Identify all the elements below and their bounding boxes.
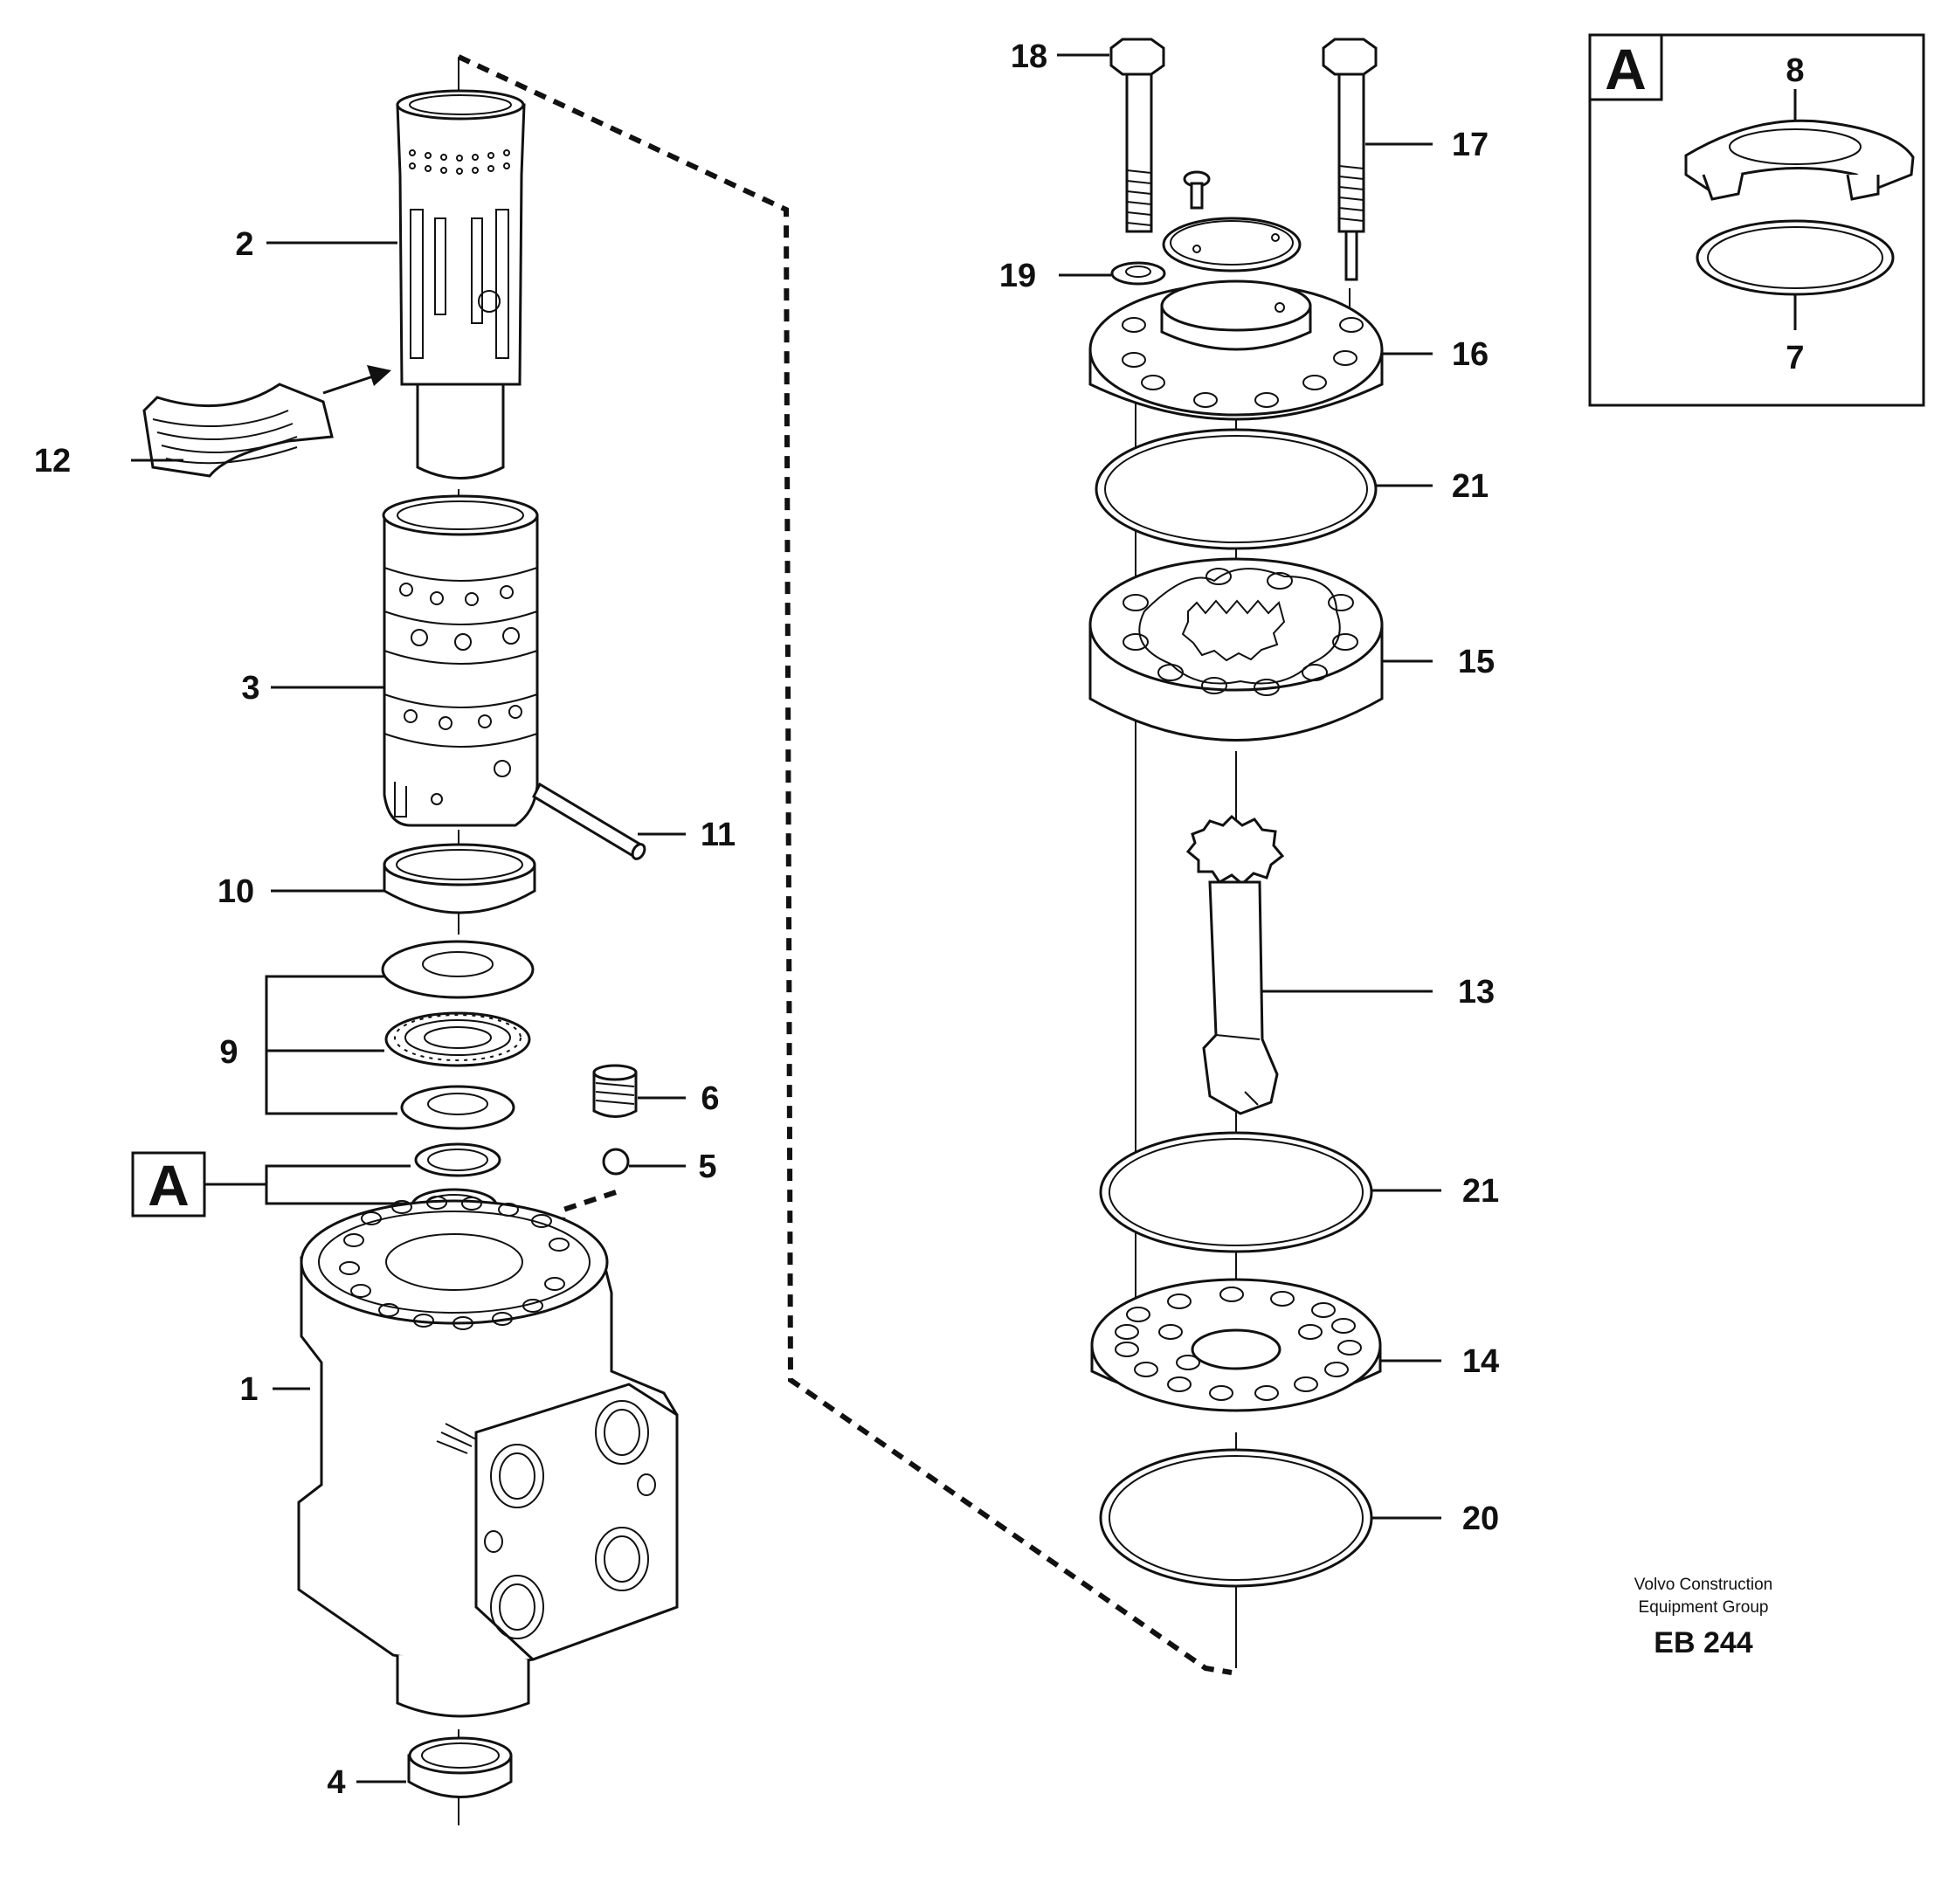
part-13-drive-shaft <box>1185 814 1285 1115</box>
part-14-port-plate <box>1090 1278 1382 1412</box>
detail-a-inset-letter: A <box>1605 37 1647 101</box>
part-17-bolt <box>1322 38 1378 281</box>
part-8-backup-ring <box>1684 119 1915 201</box>
detail-a-inset: A <box>1588 33 1925 407</box>
part-4-seal <box>407 1736 513 1798</box>
callout-1: 1 <box>239 1371 258 1408</box>
callout-19: 19 <box>999 258 1036 294</box>
callout-8: 8 <box>1786 52 1804 89</box>
credit-line-1: Volvo Construction <box>1634 1576 1772 1594</box>
detail-a-leader <box>204 1164 411 1205</box>
part-5-ball <box>602 1148 630 1176</box>
part-20-o-ring <box>1099 1448 1373 1588</box>
callout-leaders <box>131 53 1797 1783</box>
part-11-pin <box>532 782 646 860</box>
callout-6: 6 <box>701 1080 719 1117</box>
callout-5: 5 <box>698 1149 716 1185</box>
cover-disc <box>1162 217 1302 272</box>
part-10-ring <box>383 843 536 914</box>
drawing-code: EB 244 <box>1654 1626 1752 1659</box>
part-18-bolt <box>1109 38 1165 233</box>
callout-13: 13 <box>1458 974 1495 1011</box>
callout-7: 7 <box>1786 340 1804 376</box>
part-15-gear-set <box>1088 557 1384 742</box>
part-16-end-cap <box>1088 279 1384 421</box>
callout-21-upper: 21 <box>1452 468 1489 505</box>
callout-18: 18 <box>1011 38 1047 75</box>
callout-14: 14 <box>1462 1343 1499 1380</box>
part-12-leaf-springs <box>142 365 391 478</box>
part-9-bearing-set <box>381 940 535 1130</box>
part-21-o-ring-upper <box>1095 428 1378 550</box>
detail-a-reference-letter: A <box>148 1153 190 1218</box>
part-21-o-ring-lower <box>1099 1131 1373 1253</box>
part-7-o-ring <box>1696 219 1895 296</box>
cover-screw <box>1183 170 1211 210</box>
part-2-spool <box>396 89 526 479</box>
callout-11: 11 <box>701 817 736 853</box>
callout-20: 20 <box>1462 1500 1499 1537</box>
part-6-plug <box>592 1064 638 1118</box>
part-19-washer <box>1110 261 1166 286</box>
part-1-valve-body <box>297 1196 679 1718</box>
callout-12: 12 <box>34 443 71 479</box>
callout-4: 4 <box>327 1764 345 1801</box>
callout-15: 15 <box>1458 644 1495 680</box>
callout-10: 10 <box>218 873 254 910</box>
credit-line-2: Equipment Group <box>1639 1598 1769 1617</box>
part-3-sleeve <box>382 494 539 827</box>
callout-17: 17 <box>1452 127 1489 163</box>
callout-3: 3 <box>241 670 259 707</box>
connection-dashed-line <box>457 54 1233 1675</box>
callout-16: 16 <box>1452 336 1489 373</box>
callout-2: 2 <box>235 226 253 263</box>
callout-9: 9 <box>219 1034 238 1071</box>
callout-21-lower: 21 <box>1462 1173 1499 1210</box>
